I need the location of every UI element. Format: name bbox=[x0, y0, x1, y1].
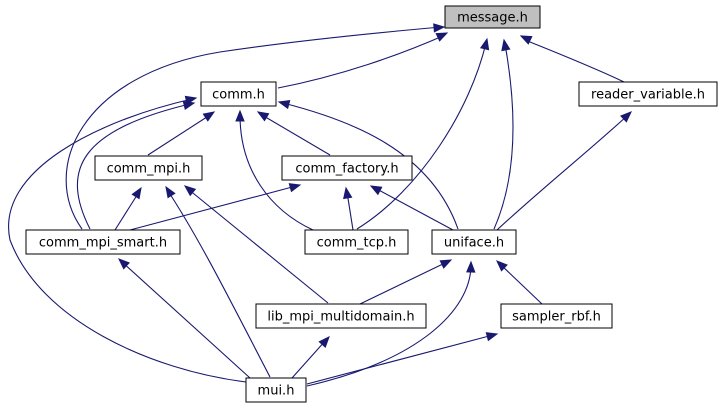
node-comm-tcp-h[interactable]: comm_tcp.h bbox=[304, 229, 409, 255]
edge-line bbox=[277, 34, 446, 89]
arrowhead-icon bbox=[131, 186, 142, 200]
edge-line bbox=[374, 187, 454, 231]
arrowhead-icon bbox=[496, 260, 508, 272]
arrowhead-icon bbox=[288, 183, 302, 193]
arrowhead-icon bbox=[369, 185, 383, 196]
arrowhead-icon bbox=[343, 186, 353, 200]
arrowhead-icon bbox=[435, 32, 449, 42]
edge-line bbox=[499, 263, 543, 305]
edge-line bbox=[282, 102, 459, 230]
node-mui-h[interactable]: mui.h bbox=[245, 377, 307, 403]
edge-comm-tcp-to-message bbox=[356, 37, 490, 230]
node-label: comm_tcp.h bbox=[317, 236, 397, 251]
edge-line bbox=[8, 98, 247, 383]
edge-line bbox=[496, 114, 629, 231]
edge-line bbox=[524, 39, 625, 83]
edge-reader-variable-to-message bbox=[519, 35, 625, 83]
node-label: message.h bbox=[457, 11, 528, 26]
arrowhead-icon bbox=[277, 100, 291, 110]
node-label: reader_variable.h bbox=[591, 88, 705, 103]
edge-line bbox=[356, 42, 487, 230]
edge-line bbox=[121, 261, 251, 379]
arrowhead-icon bbox=[202, 111, 216, 122]
edge-line bbox=[76, 103, 191, 230]
node-comm-mpi-h[interactable]: comm_mpi.h bbox=[94, 155, 203, 181]
node-reader-variable-h[interactable]: reader_variable.h bbox=[578, 81, 718, 107]
arrowhead-icon bbox=[501, 38, 511, 52]
edge-line bbox=[147, 114, 211, 156]
node-label: comm_factory.h bbox=[295, 162, 398, 177]
edge-comm-tcp-to-comm bbox=[235, 109, 314, 231]
edge-sampler-rbf-to-uniface bbox=[496, 260, 543, 305]
edge-comm-factory-to-comm bbox=[256, 111, 331, 156]
edge-uniface-to-comm bbox=[277, 100, 459, 230]
arrowhead-icon bbox=[318, 336, 330, 348]
edge-line bbox=[359, 261, 448, 305]
arrowhead-icon bbox=[118, 258, 130, 270]
arrowhead-icon bbox=[519, 35, 533, 45]
edge-line bbox=[306, 334, 494, 385]
node-label: lib_mpi_multidomain.h bbox=[267, 310, 414, 325]
node-label: uniface.h bbox=[444, 236, 504, 251]
edge-comm-mpi-smart-to-comm-factory bbox=[129, 183, 302, 231]
edge-line bbox=[291, 339, 327, 379]
edge-mui-to-comm bbox=[8, 95, 247, 383]
edge-comm-mpi-to-comm bbox=[147, 111, 216, 156]
edge-lib-mpi-multidomain-to-uniface bbox=[359, 259, 453, 305]
node-label: comm_mpi.h bbox=[107, 162, 191, 177]
arrowhead-icon bbox=[165, 185, 176, 199]
node-comm-mpi-smart-h[interactable]: comm_mpi_smart.h bbox=[25, 229, 181, 255]
node-lib-mpi-multidomain-h[interactable]: lib_mpi_multidomain.h bbox=[255, 303, 427, 329]
edge-comm-tcp-to-comm-factory bbox=[343, 186, 354, 231]
node-comm-factory-h[interactable]: comm_factory.h bbox=[281, 155, 413, 181]
nodes-layer: message.h comm.h reader_variable.h comm_… bbox=[25, 5, 718, 403]
edge-uniface-to-reader-variable bbox=[496, 111, 632, 231]
edge-line bbox=[114, 191, 140, 231]
node-label: comm_mpi_smart.h bbox=[39, 236, 167, 251]
edge-line bbox=[261, 114, 331, 156]
node-message-h: message.h bbox=[444, 5, 541, 29]
edge-line bbox=[239, 114, 314, 231]
arrowhead-icon bbox=[184, 95, 198, 105]
edge-uniface-to-comm-factory bbox=[369, 185, 454, 231]
arrowhead-icon bbox=[620, 111, 632, 123]
edge-line bbox=[306, 265, 472, 387]
arrowhead-icon bbox=[466, 260, 476, 273]
arrowhead-icon bbox=[439, 259, 453, 269]
arrowhead-icon bbox=[485, 332, 499, 342]
arrowhead-icon bbox=[256, 111, 270, 122]
edge-comm-to-message bbox=[277, 32, 449, 89]
node-uniface-h[interactable]: uniface.h bbox=[431, 229, 517, 255]
edge-mui-to-lib-mpi-multidomain bbox=[291, 336, 330, 379]
node-label: sampler_rbf.h bbox=[512, 310, 601, 325]
edge-line bbox=[167, 190, 271, 378]
arrowhead-icon bbox=[235, 109, 245, 122]
node-label: comm.h bbox=[212, 88, 265, 103]
node-comm-h[interactable]: comm.h bbox=[200, 81, 277, 107]
edge-mui-to-comm-mpi-smart bbox=[118, 258, 251, 379]
edge-mui-to-sampler-rbf bbox=[306, 332, 499, 385]
edge-mui-to-uniface bbox=[306, 260, 476, 387]
edge-line bbox=[65, 26, 442, 230]
edge-comm-mpi-smart-to-comm-mpi bbox=[114, 186, 142, 231]
edge-uniface-to-message bbox=[493, 38, 514, 230]
arrowhead-icon bbox=[183, 185, 197, 197]
edge-line bbox=[129, 185, 297, 231]
edge-mui-to-comm-mpi bbox=[165, 185, 271, 378]
edge-line bbox=[493, 43, 514, 230]
edge-comm-mpi-smart-to-message bbox=[65, 23, 446, 230]
node-label: mui.h bbox=[258, 384, 295, 399]
arrowhead-icon bbox=[479, 37, 490, 51]
edge-line bbox=[346, 191, 354, 231]
node-sampler-rbf-h[interactable]: sampler_rbf.h bbox=[500, 303, 613, 329]
edges-layer bbox=[8, 23, 632, 387]
arrowhead-icon bbox=[433, 23, 446, 33]
